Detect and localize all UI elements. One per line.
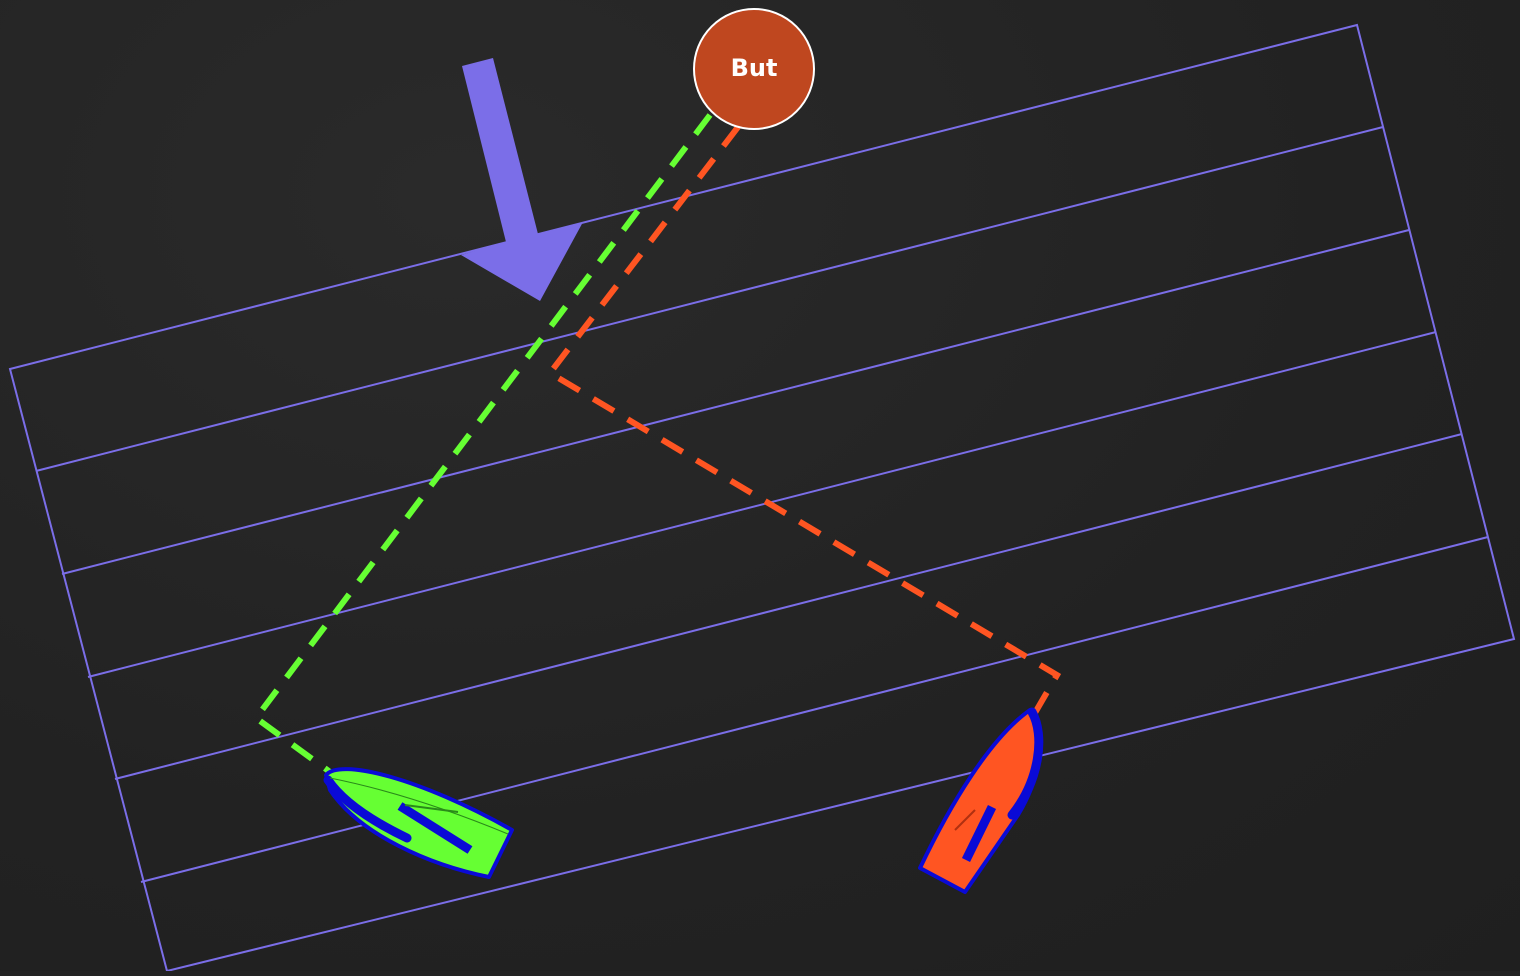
- ladder-line-4: [114, 433, 1463, 780]
- orange-boat-boom: [961, 805, 997, 862]
- orange-boat-side-trim: [1007, 707, 1044, 820]
- ladder-line-2: [61, 229, 1410, 575]
- target-circle: [693, 8, 815, 130]
- ladder-line-1: [35, 126, 1384, 472]
- ladder-line-3: [87, 331, 1437, 678]
- orange-boat-route: [545, 125, 1062, 720]
- green-boat-gunwale: [329, 777, 509, 835]
- wind-ladder-grid: [8, 23, 1516, 973]
- wind-direction-arrow-icon: [461, 58, 583, 301]
- green-boat-mast-line: [404, 804, 459, 813]
- orange-boat-mast-line: [954, 809, 976, 831]
- target-label: But: [731, 54, 778, 82]
- ladder-line-5: [140, 536, 1489, 883]
- green-boat-side-trim: [323, 775, 412, 843]
- orange-boat[interactable]: [918, 707, 1044, 894]
- ladder-outline: [8, 23, 1516, 973]
- target-buoy[interactable]: But: [693, 8, 815, 130]
- green-boat-route: [251, 113, 713, 775]
- green-boat-boom: [397, 802, 473, 854]
- green-boat[interactable]: [323, 767, 514, 879]
